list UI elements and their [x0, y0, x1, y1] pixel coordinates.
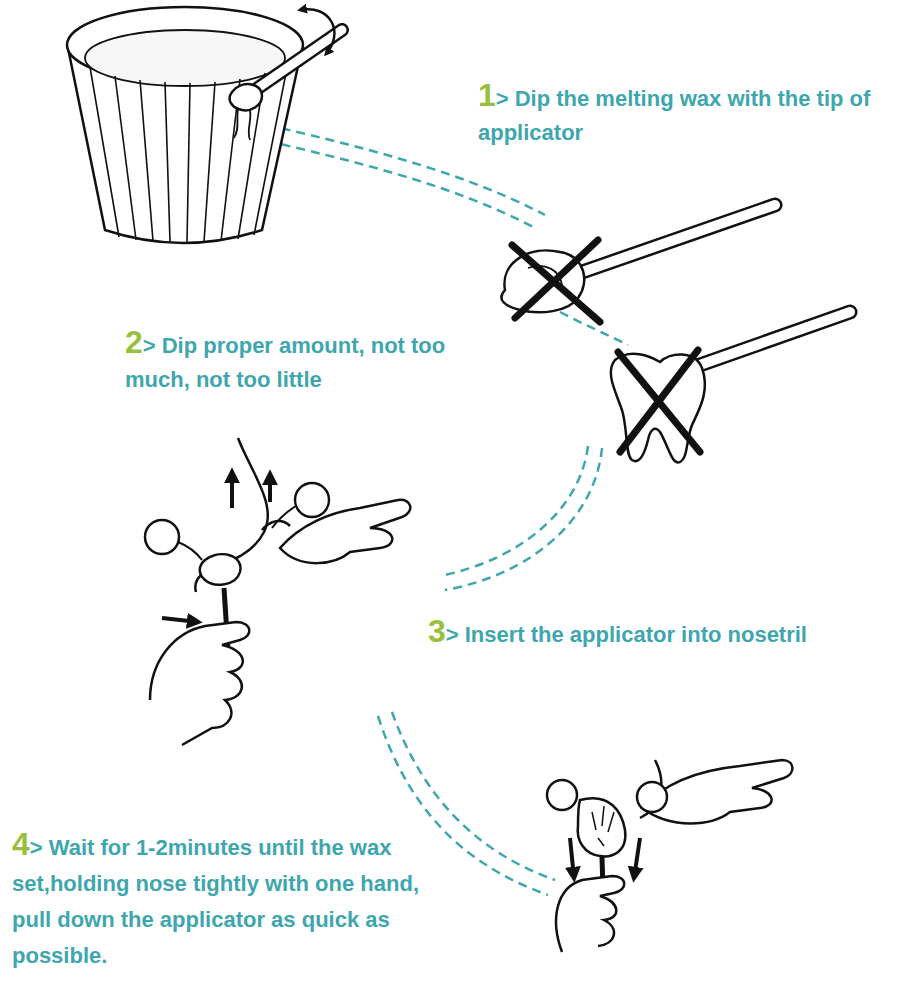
- pleat: [204, 82, 215, 242]
- hair: [592, 806, 614, 846]
- step-instruction: > Dip proper amount, not too much, not t…: [125, 333, 445, 392]
- step-block: 1> Dip the melting wax with the tip of a…: [478, 78, 903, 150]
- down-arrow: [634, 838, 640, 878]
- step-number: 2: [125, 324, 143, 360]
- step-number: 1: [478, 77, 496, 113]
- step-instruction: > Wait for 1-2minutes until the wax set,…: [12, 835, 419, 968]
- note-bubble: [547, 780, 577, 810]
- stick-outline: [680, 312, 850, 372]
- applicator: [230, 9, 342, 140]
- wax-with-hair: [578, 798, 626, 856]
- stick: [680, 312, 850, 372]
- pleat: [140, 80, 153, 241]
- lower-hand: [556, 876, 624, 952]
- wax-cup: [67, 7, 303, 243]
- pleat: [115, 76, 136, 240]
- motion-arrows: [162, 472, 270, 622]
- wrong-applicator: [501, 205, 775, 322]
- down-arrow: [570, 838, 574, 878]
- up-arrow: [230, 472, 234, 508]
- applicator-tip: [230, 84, 262, 110]
- step-instruction: > Dip the melting wax with the tip of ap…: [478, 86, 870, 145]
- guide-line: [440, 446, 588, 576]
- stick: [258, 30, 342, 88]
- wrong-applicator: [611, 312, 850, 462]
- stick-outline: [258, 30, 342, 88]
- guide-line: [238, 134, 535, 228]
- pleat: [165, 82, 170, 242]
- step-instruction: > Insert the applicator into nosetril: [446, 622, 807, 647]
- cross-mark: [618, 350, 700, 452]
- step-block: 2> Dip proper amount, not too much, not …: [125, 325, 485, 397]
- motion-arrows: [570, 838, 640, 878]
- note-bubble: [637, 782, 667, 812]
- step-number: 3: [428, 613, 446, 649]
- bubble-tail: [178, 506, 296, 560]
- guide-lines: [238, 118, 628, 895]
- nose-profile: [195, 438, 268, 592]
- turn-arrow: [300, 9, 334, 54]
- pleat: [187, 83, 190, 242]
- wax-drip: [234, 108, 250, 140]
- cup-pleats: [90, 63, 288, 242]
- pleat: [90, 67, 119, 237]
- step-block: 3> Insert the applicator into nosetril: [428, 614, 905, 652]
- step-block: 4> Wait for 1-2minutes until the wax set…: [12, 826, 432, 974]
- cross-mark: [512, 240, 600, 322]
- step-number: 4: [12, 826, 30, 862]
- wax-blob: [501, 250, 584, 312]
- note-bubble: [295, 483, 329, 517]
- up-arrow: [268, 474, 272, 502]
- nostril-wax: [200, 554, 241, 584]
- guide-line: [378, 716, 548, 895]
- note-bubble: [145, 520, 179, 554]
- pull-figure: [547, 760, 792, 952]
- insert-figure: [145, 438, 410, 745]
- push-arrow: [162, 618, 198, 622]
- lower-hand: [150, 622, 249, 745]
